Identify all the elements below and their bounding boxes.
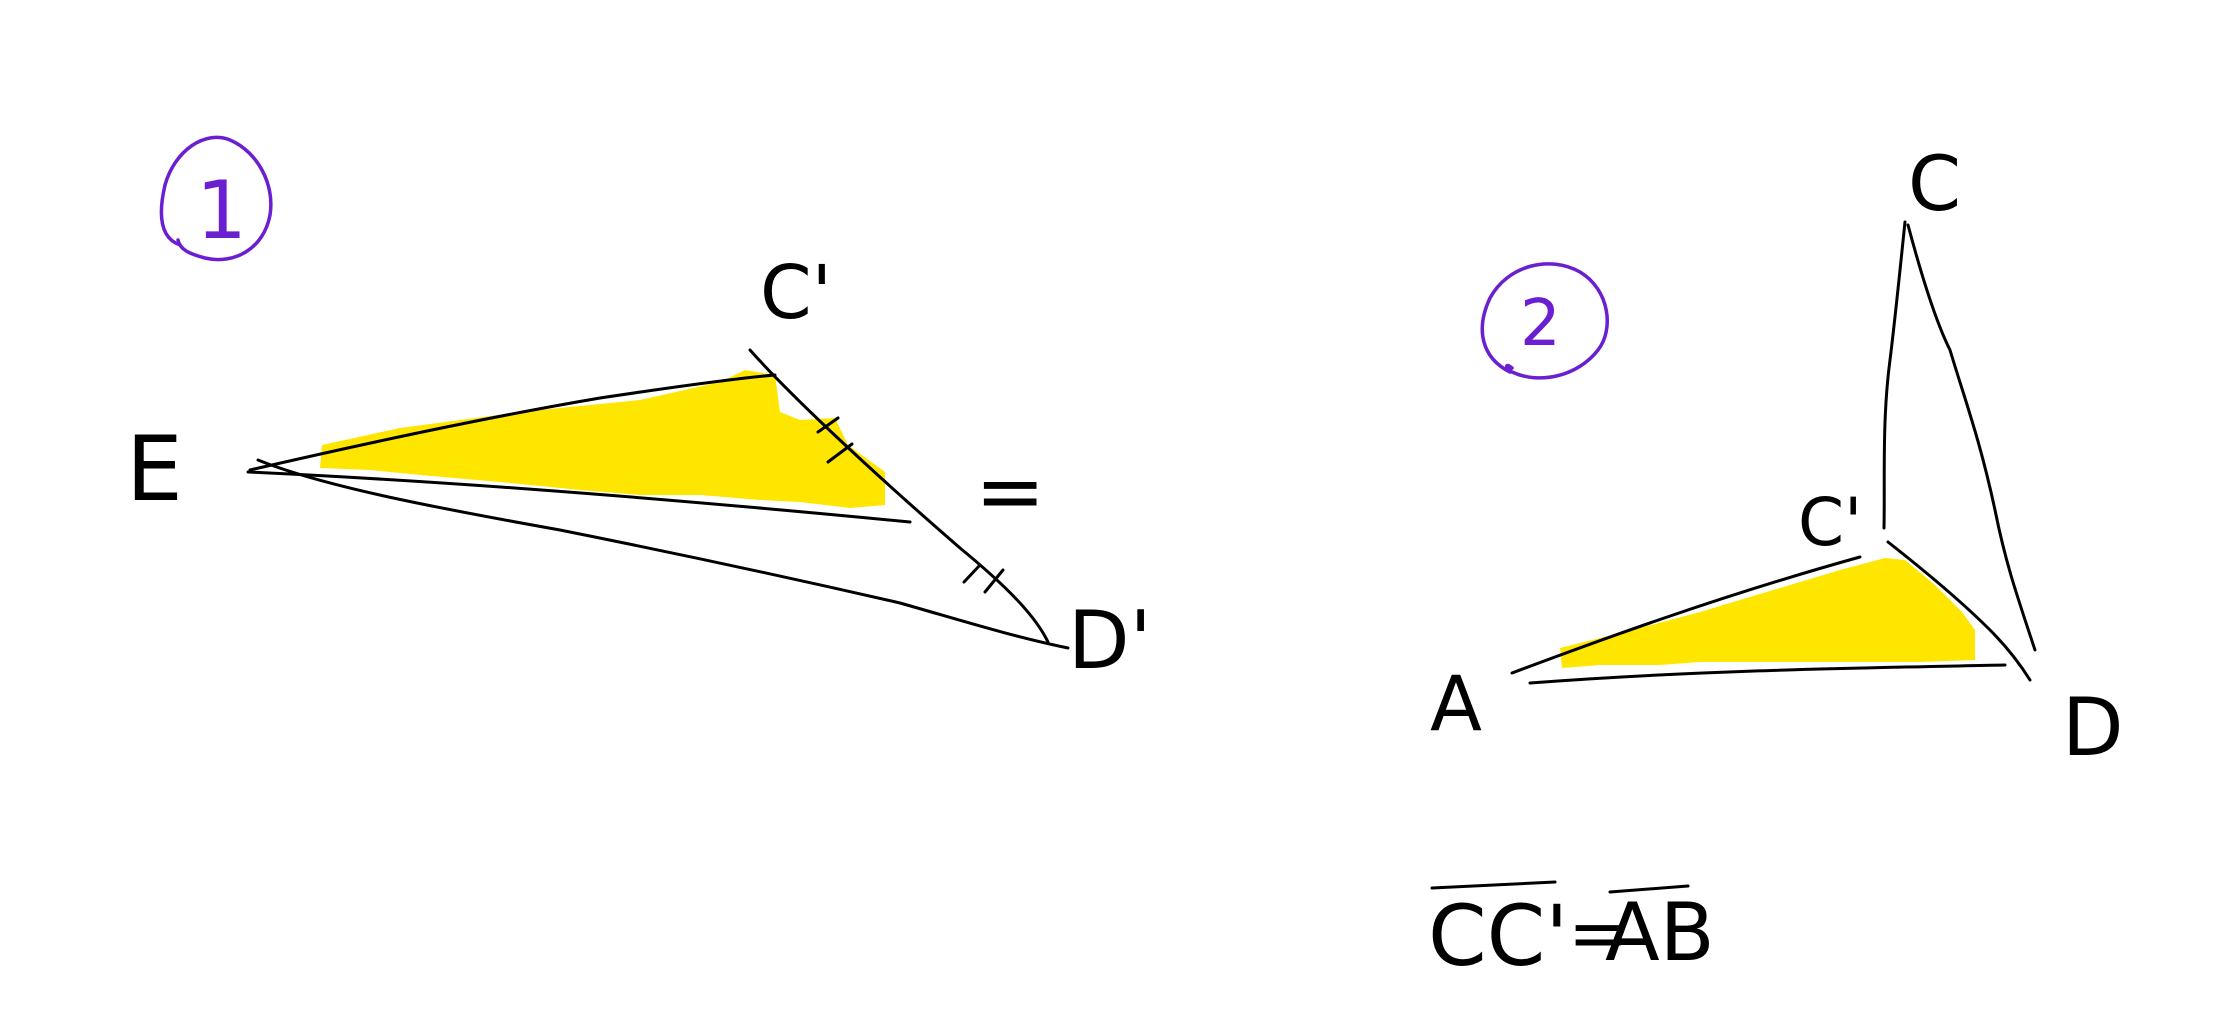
figure-2-edge-c-cprime [1882, 220, 1907, 530]
figure-1-label-e: E [126, 417, 183, 522]
figure-1-tick-4 [983, 568, 1005, 594]
figure-1-circle [159, 135, 273, 262]
figure-1-highlight [320, 370, 885, 508]
figure-1-tick-3 [962, 563, 982, 584]
figure-2-label-c: C [1908, 139, 1961, 228]
equation-left-overline [1430, 880, 1557, 890]
figure-1-label-equals: = [975, 442, 1045, 540]
figure-1-edge-e-cprime [248, 373, 777, 472]
figure-2-equation: CC' = AB [1428, 880, 1715, 985]
figure-1-label-c-prime: C' [760, 250, 832, 336]
figure-2-circle [1480, 262, 1609, 380]
equation-right-overline [1608, 884, 1690, 894]
figure-1-edge-e-dprime [256, 458, 1070, 650]
equation-right: AB [1605, 886, 1715, 979]
figure-2-edge-cprime-d [1886, 540, 2032, 682]
figure-1-edge-cprime-dprime [748, 348, 1050, 644]
figure-2-number-badge: 2 [1480, 262, 1609, 380]
figure-1-edge-e-base [246, 470, 912, 524]
figure-2-edge-a-cprime [1510, 555, 1862, 675]
figure-1-number: 1 [196, 164, 247, 257]
figure-2-highlight [1560, 558, 1975, 668]
equation-equals: = [1568, 891, 1628, 975]
figure-2-label-a: A [1430, 659, 1482, 748]
figure-1-tick-1 [816, 416, 840, 434]
figure-2-number: 2 [1520, 287, 1561, 361]
figure-1-tick-2 [826, 442, 854, 464]
figure-2-edge-a-d [1528, 663, 2007, 685]
figure-1-number-badge: 1 [159, 135, 273, 262]
figure-1: 1 E C' = D' [126, 135, 1152, 687]
figure-2-label-c-prime: C' [1798, 484, 1862, 561]
figure-2-edge-c-d [1906, 223, 2037, 652]
figure-2-label-d: D [2062, 681, 2124, 774]
equation-left: CC' [1428, 887, 1568, 985]
figure-2: 2 C C' A D CC' = AB [1428, 139, 2124, 985]
figure-1-label-d-prime: D' [1068, 594, 1152, 687]
